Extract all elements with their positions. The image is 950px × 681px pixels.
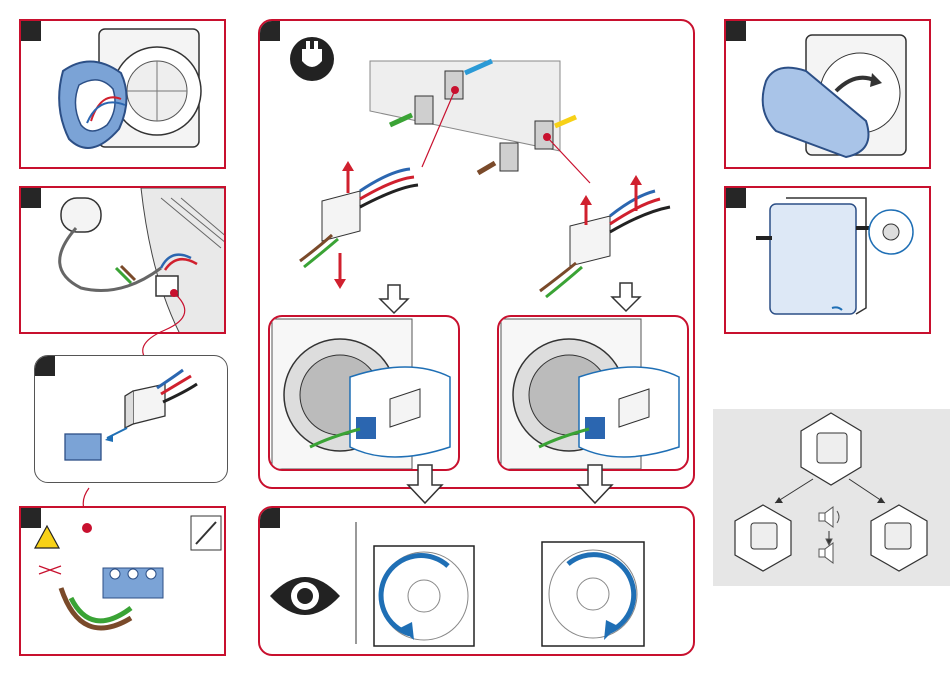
fan-terminal-detail-icon [270,317,460,471]
cover-icon [726,188,931,334]
terminal-block-detail-icon [35,356,228,483]
screw-terminal-icon [21,508,226,656]
step-5-right-detail [497,315,689,471]
mode-diagram [713,409,950,586]
down-arrow-icon [612,283,640,311]
step-4-panel [19,506,226,656]
mode-diagram-svg [713,409,950,586]
fan-unit-icon [817,433,847,463]
warning-icon [35,526,59,548]
down-arrow-icon [380,285,408,313]
step-8-panel [724,186,931,334]
rotation-check-diagram [260,508,695,656]
fan-terminal-detail-icon [499,317,689,471]
eye-icon [270,577,340,615]
step-6-panel [258,506,695,656]
fan-unit-right-icon [885,523,911,549]
cover-icon [726,21,931,169]
step-7-panel [724,19,931,169]
fan-frame-icon [21,21,226,169]
step-5-left-detail [268,315,460,471]
step-5-panel [258,19,695,489]
step-3-panel [34,355,228,483]
speaker-icon [819,507,839,563]
fan-unit-left-icon [751,523,777,549]
step-2-panel [19,186,226,334]
terminal-block-icon [21,188,226,334]
step-1-panel [19,19,226,169]
